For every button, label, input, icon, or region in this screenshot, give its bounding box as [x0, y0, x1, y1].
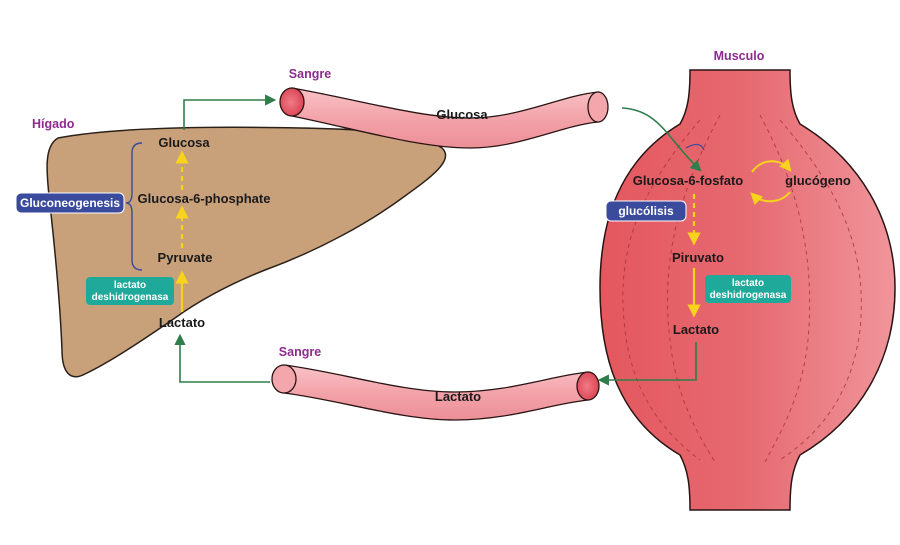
blood-top-content: Glucosa [436, 107, 488, 122]
muscle-pyruvate-label: Piruvato [672, 250, 724, 265]
blood-bottom-title: Sangre [279, 345, 321, 359]
muscle-g6p-label: Glucosa-6-fosfato [633, 173, 744, 188]
arrow-glycogen-to-g6p [750, 191, 791, 206]
gluconeogenesis-badge-label: Gluconeogenesis [20, 196, 120, 210]
liver-enzyme-line2: deshidrogenasa [92, 292, 169, 303]
blood-top-title: Sangre [289, 67, 331, 81]
arrow-muscle-lactate-to-blood [597, 342, 697, 386]
gluconeogenesis-badge: Gluconeogenesis [15, 192, 125, 214]
arrow-liver-glucose-to-blood [183, 94, 277, 130]
liver-enzyme-badge: lactato deshidrogenasa [86, 277, 174, 305]
arrow-g6p-to-glycogen [751, 158, 792, 173]
muscle-enzyme-line2: deshidrogenasa [710, 290, 787, 301]
liver-glucose-label: Glucosa [158, 135, 210, 150]
muscle-glycogen-label: glucógeno [785, 173, 851, 188]
liver-shape [46, 126, 447, 378]
muscle-lactate-label: Lactato [673, 322, 719, 337]
liver-lactate-label: Lactato [159, 315, 205, 330]
blood-bottom-content: Lactato [435, 389, 481, 404]
muscle-fibers [622, 114, 862, 463]
muscle-enzyme-badge: lactato deshidrogenasa [705, 275, 791, 303]
arrow-blood-lactate-to-liver [174, 333, 270, 383]
muscle-g6p-bracket [685, 143, 705, 151]
blood-vessel-bottom [271, 364, 600, 421]
blood-vessel-top [279, 87, 609, 149]
arrow-blood-glucose-to-muscle [621, 107, 702, 172]
glycolysis-badge-label: glucólisis [618, 204, 674, 218]
liver-pyruvate-label: Pyruvate [158, 250, 213, 265]
muscle-enzyme-line1: lactato [732, 278, 764, 289]
liver-title: Hígado [32, 117, 75, 131]
liver-enzyme-line1: lactato [114, 280, 146, 291]
glycolysis-badge: glucólisis [605, 200, 687, 222]
muscle-title: Musculo [714, 49, 765, 63]
liver-g6p-label: Glucosa-6-phosphate [138, 191, 271, 206]
gluconeogenesis-bracket [125, 142, 143, 271]
